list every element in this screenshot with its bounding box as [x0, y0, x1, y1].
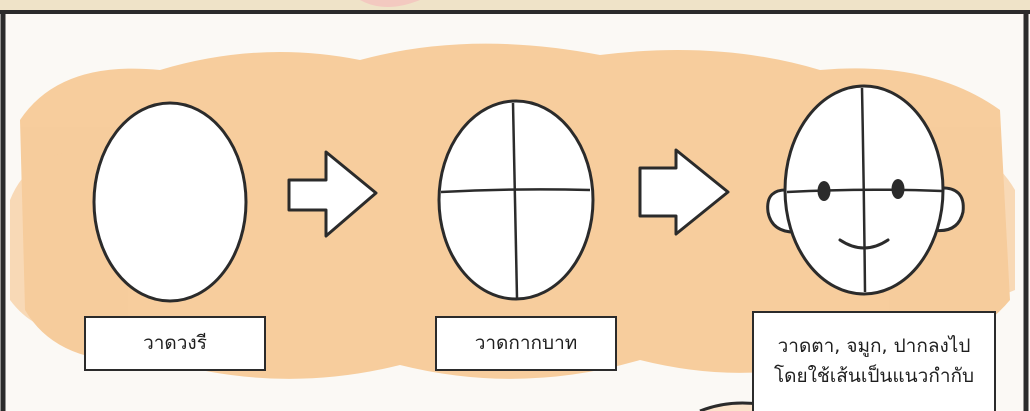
step-3-caption: วาดตา, จมูก, ปากลงไป โดยใช้เส้นเป็นแนวกำ… [752, 311, 996, 411]
step-1-caption-text: วาดวงรี [143, 328, 207, 358]
step-3-caption-line-2: โดยใช้เส้นเป็นแนวกำกับ [774, 361, 974, 391]
left-eye [818, 181, 831, 201]
step-3-caption-line-1: วาดตา, จมูก, ปากลงไป [778, 331, 971, 361]
step-1-caption: วาดวงรี [84, 316, 266, 371]
oval-with-cross-icon [439, 101, 593, 299]
oval-face-icon [94, 103, 246, 301]
step-2-caption: วาดกากบาท [435, 316, 617, 371]
step-2-caption-text: วาดกากบาท [475, 328, 578, 358]
right-eye [892, 179, 905, 199]
